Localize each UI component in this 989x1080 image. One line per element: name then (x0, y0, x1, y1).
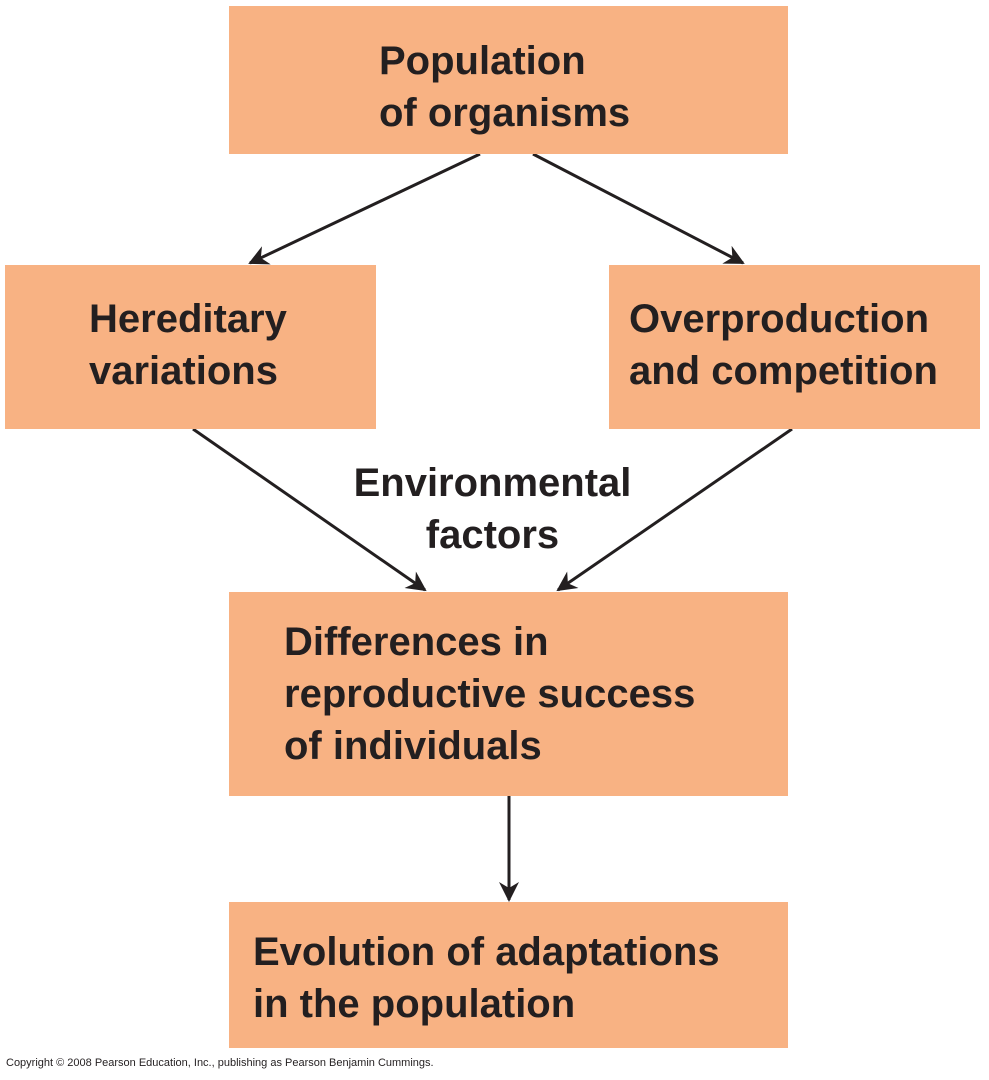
node-text: reproductive success (284, 672, 696, 716)
node-text: of individuals (284, 724, 542, 768)
node-text: Differences in (284, 620, 549, 664)
arrow-population-to-hereditary (248, 152, 481, 265)
node-text: in the population (253, 982, 576, 1026)
arrow-overproduction-to-differences (556, 427, 793, 592)
arrow-population-to-overproduction (532, 152, 745, 265)
arrow-hereditary-to-differences (192, 427, 427, 592)
node-text: Hereditary (89, 297, 287, 341)
environmental-factors-label: Environmental factors (320, 457, 665, 561)
node-differences-in-reproductive-success: Differences in reproductive success of i… (229, 592, 788, 796)
node-overproduction-and-competition: Overproduction and competition (609, 265, 980, 429)
label-text: factors (425, 513, 560, 557)
node-text: Overproduction (629, 297, 930, 341)
node-text: of organisms (379, 91, 631, 135)
node-text: and competition (629, 349, 938, 393)
node-evolution-of-adaptations: Evolution of adaptations in the populati… (229, 902, 788, 1048)
label-text: Environmental (353, 461, 632, 505)
node-hereditary-variations: Hereditary variations (5, 265, 376, 429)
node-text: variations (89, 349, 278, 393)
node-text: Evolution of adaptations (253, 930, 720, 974)
copyright-notice: Copyright © 2008 Pearson Education, Inc.… (6, 1057, 434, 1069)
node-text: Population (379, 39, 586, 83)
node-population-of-organisms: Population of organisms (229, 6, 788, 154)
